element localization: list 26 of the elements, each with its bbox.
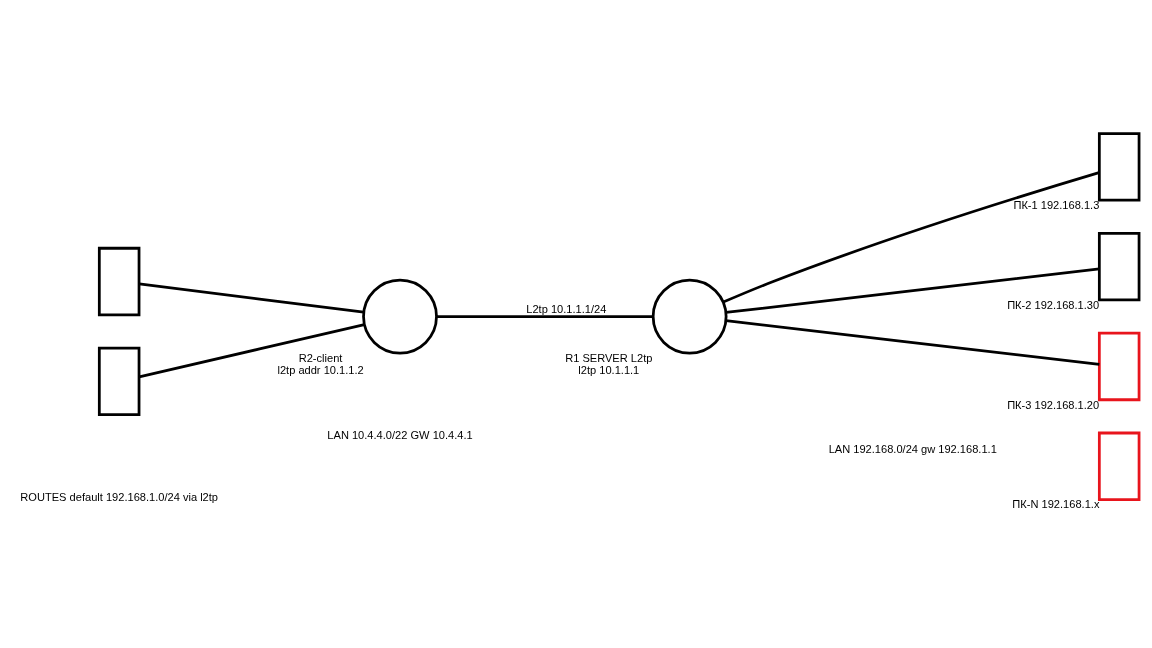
node-label: R2-client bbox=[298, 351, 343, 364]
node-box bbox=[1097, 132, 1141, 202]
connector bbox=[139, 282, 364, 314]
node-label: ПК-2 192.168.1.30 bbox=[1007, 298, 1100, 311]
connector bbox=[436, 315, 653, 318]
node-label: R1 SERVER L2tp bbox=[565, 351, 653, 364]
connector bbox=[722, 171, 1100, 304]
label: ROUTES default 192.168.1.0/24 via l2tp bbox=[20, 490, 219, 503]
node-label: ПК-3 192.168.1.20 bbox=[1007, 398, 1100, 411]
node-circle bbox=[651, 278, 728, 355]
label: LAN 192.168.0/24 gw 192.168.1.1 bbox=[828, 442, 997, 455]
node-label: l2tp addr 10.1.1.2 bbox=[277, 363, 364, 376]
node-label: ПК-N 192.168.1.x bbox=[1012, 498, 1100, 511]
node-label: l2tp 10.1.1.1 bbox=[578, 363, 640, 376]
connector bbox=[138, 323, 365, 379]
node-box bbox=[97, 246, 141, 317]
node-box bbox=[1097, 232, 1141, 302]
node-box bbox=[97, 346, 141, 416]
edge-label: L2tp 10.1.1.1/24 bbox=[526, 303, 607, 316]
node-box bbox=[1097, 431, 1141, 501]
node-box bbox=[1097, 331, 1141, 402]
node-label: ПК-1 192.168.1.3 bbox=[1013, 199, 1100, 212]
connector bbox=[725, 267, 1100, 314]
connector bbox=[725, 319, 1100, 366]
node-circle bbox=[362, 278, 438, 355]
label: LAN 10.4.4.0/22 GW 10.4.4.1 bbox=[327, 428, 473, 441]
